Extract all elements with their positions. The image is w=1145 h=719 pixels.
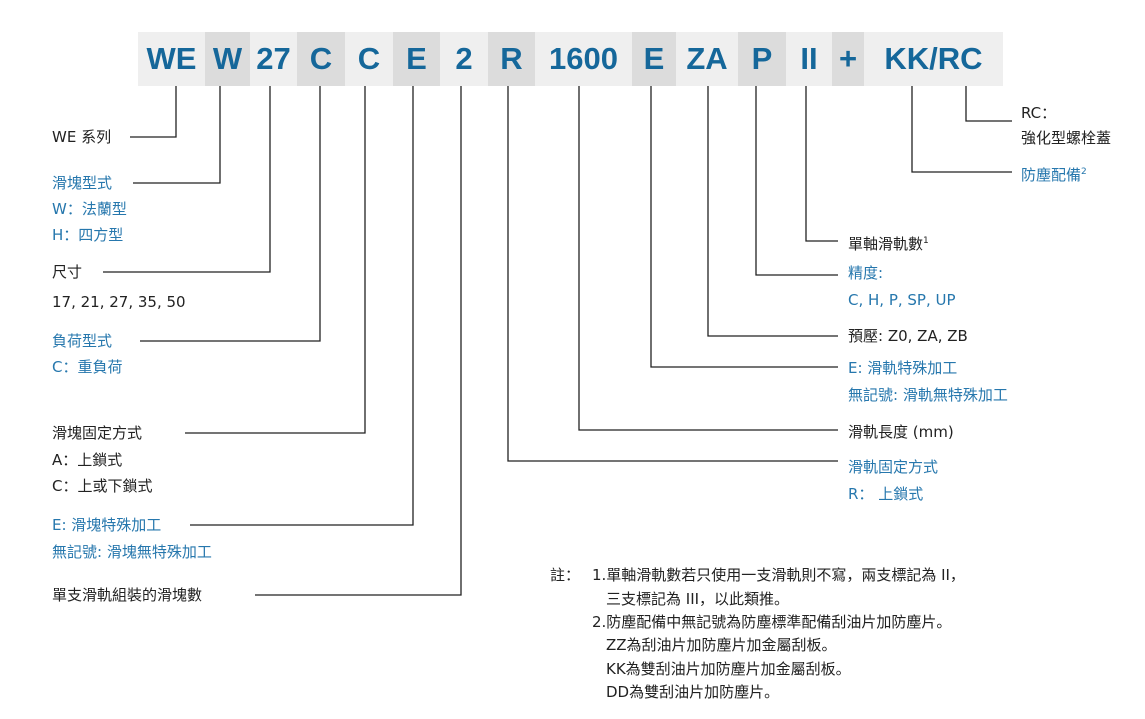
precision-label: 精度:	[848, 264, 884, 282]
block-fix-label: 滑塊固定方式	[52, 424, 143, 442]
rail-fix-r: R： 上鎖式	[848, 485, 924, 503]
rail-count-label: 單軸滑軌數1	[848, 232, 929, 253]
block-fix-a: A：上鎖式	[52, 451, 123, 469]
code-block-type: W	[205, 32, 250, 86]
code-size: 27	[250, 32, 297, 86]
note-1a: 1.單軸滑軌數若只使用一支滑軌則不寫，兩支標記為 II，	[592, 566, 965, 584]
block-count-label: 單支滑軌組裝的滑塊數	[52, 586, 203, 604]
rail-fix-label: 滑軌固定方式	[848, 458, 939, 476]
size-values: 17, 21, 27, 35, 50	[52, 293, 186, 311]
model-code-bar: WE W 27 C C E 2 R 1600 E ZA P II + KK/RC	[138, 32, 1003, 86]
rail-count-footnote: 1	[923, 236, 929, 246]
code-rail-fix: R	[488, 32, 535, 86]
code-plus: +	[832, 32, 864, 86]
block-type-h: H：四方型	[52, 226, 124, 244]
code-dust-cover: KK/RC	[864, 32, 1003, 86]
note-2: 2.防塵配備中無記號為防塵標準配備刮油片加防塵片。	[592, 613, 952, 631]
rail-count-text: 單軸滑軌數	[848, 235, 924, 253]
dust-cover-footnote: 2	[1081, 167, 1087, 177]
size-label: 尺寸	[52, 263, 83, 281]
rc-label: RC：	[1021, 104, 1057, 122]
notes-label: 註：	[550, 566, 581, 584]
preload-label: 預壓: Z0, ZA, ZB	[848, 327, 968, 345]
load-type-label: 負荷型式	[52, 332, 113, 350]
block-fix-c: C：上或下鎖式	[52, 477, 153, 495]
code-rail-special: E	[632, 32, 676, 86]
block-type-w: W：法蘭型	[52, 200, 127, 218]
code-block-fix: C	[345, 32, 393, 86]
note-2-dd: DD為雙刮油片加防塵片。	[606, 683, 780, 701]
code-preload: ZA	[676, 32, 738, 86]
series-label: WE 系列	[52, 128, 112, 146]
note-2-zz: ZZ為刮油片加防塵片加金屬刮板。	[606, 636, 837, 654]
rail-special-label: E: 滑軌特殊加工	[848, 359, 958, 377]
code-block-count: 2	[440, 32, 488, 86]
block-type-label: 滑塊型式	[52, 174, 113, 192]
note-2-kk: KK為雙刮油片加防塵片加金屬刮板。	[606, 660, 851, 678]
code-load-type: C	[297, 32, 345, 86]
dust-cover-text: 防塵配備	[1021, 166, 1082, 184]
code-rail-length: 1600	[535, 32, 632, 86]
load-type-c: C：重負荷	[52, 358, 123, 376]
code-block-special: E	[393, 32, 440, 86]
dust-cover-label: 防塵配備2	[1021, 163, 1087, 184]
note-1b: 三支標記為 III，以此類推。	[606, 590, 790, 608]
rail-special-none: 無記號: 滑軌無特殊加工	[848, 386, 1008, 404]
code-series: WE	[138, 32, 205, 86]
block-special-label: E: 滑塊特殊加工	[52, 516, 162, 534]
code-rail-count: II	[786, 32, 832, 86]
precision-values: C, H, P, SP, UP	[848, 291, 956, 309]
block-special-none: 無記號: 滑塊無特殊加工	[52, 543, 212, 561]
rc-desc: 強化型螺栓蓋	[1021, 129, 1112, 147]
code-precision: P	[738, 32, 786, 86]
rail-length-label: 滑軌長度 (mm)	[848, 423, 954, 441]
